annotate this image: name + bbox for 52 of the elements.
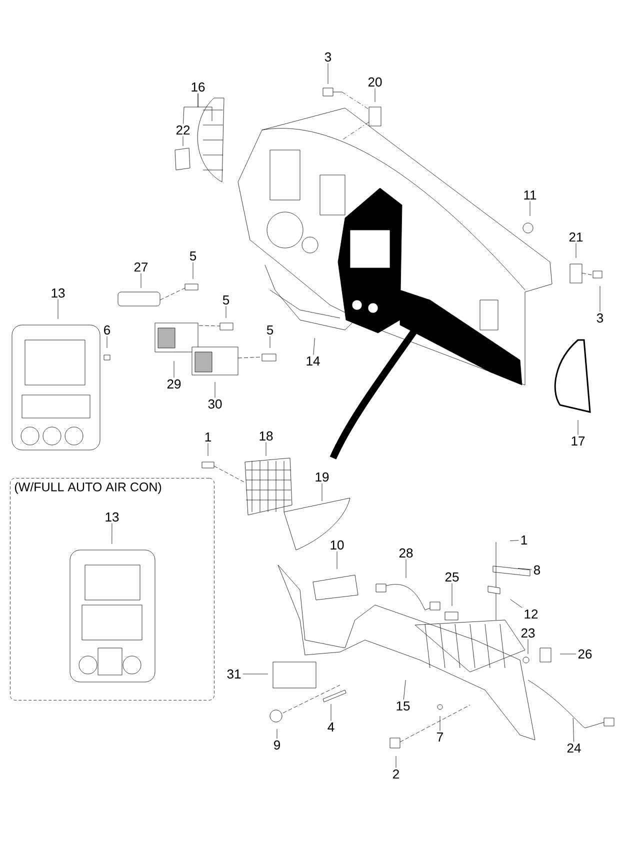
callout-number: 2 <box>393 769 399 779</box>
callout-number: 18 <box>260 431 273 441</box>
callout-number: 4 <box>328 722 334 732</box>
callout-number: 22 <box>176 125 190 135</box>
callout-number: 30 <box>208 399 222 409</box>
callout-number: 13 <box>106 512 119 522</box>
leader-line <box>313 338 315 356</box>
callout-number: 5 <box>266 325 274 335</box>
callout-number: 13 <box>52 288 65 298</box>
callout-number: 16 <box>192 82 205 92</box>
callout-number: 9 <box>274 740 280 750</box>
leader-line <box>330 704 332 722</box>
callout-number: 24 <box>567 743 581 753</box>
callout-number: 5 <box>190 251 196 261</box>
callout-number: 25 <box>445 572 459 582</box>
leader-line <box>336 551 338 570</box>
callout-number: 17 <box>572 436 585 446</box>
callout-number: 20 <box>368 77 382 87</box>
callout-number: 11 <box>524 190 536 200</box>
callout-number: 21 <box>569 232 583 242</box>
leader-line <box>403 680 406 700</box>
callout-number: 29 <box>167 379 181 389</box>
leader-line <box>106 336 108 348</box>
callout-number: 19 <box>316 472 329 482</box>
leader-line <box>276 728 278 739</box>
leader-line <box>140 273 142 288</box>
leader-line <box>518 568 532 570</box>
callout-number: 1 <box>521 536 527 544</box>
callout-number: 26 <box>578 649 592 659</box>
leader-line <box>182 136 184 146</box>
callout-number: 12 <box>524 609 538 619</box>
callout-number: 1 <box>205 432 211 442</box>
leader-line <box>510 599 522 608</box>
callout-number: 10 <box>330 540 344 550</box>
callout-number: 28 <box>399 548 413 558</box>
callout-number: 7 <box>437 732 443 742</box>
callout-number: 3 <box>324 52 332 62</box>
callout-number: 31 <box>227 669 241 679</box>
leader-line <box>572 718 574 742</box>
callout-number: 5 <box>222 295 230 305</box>
callout-number: 15 <box>396 701 410 711</box>
callout-number: 14 <box>306 356 320 366</box>
callout-number: 23 <box>521 628 535 638</box>
leader-line <box>510 540 519 541</box>
leader-line <box>198 93 212 122</box>
callout-number: 6 <box>104 325 110 335</box>
leader-line <box>192 262 194 280</box>
leader-line <box>374 88 376 102</box>
callout-number: 3 <box>596 313 604 323</box>
callout-number: 27 <box>134 262 148 272</box>
leader-line <box>214 382 216 398</box>
callout-number: 8 <box>534 565 540 575</box>
